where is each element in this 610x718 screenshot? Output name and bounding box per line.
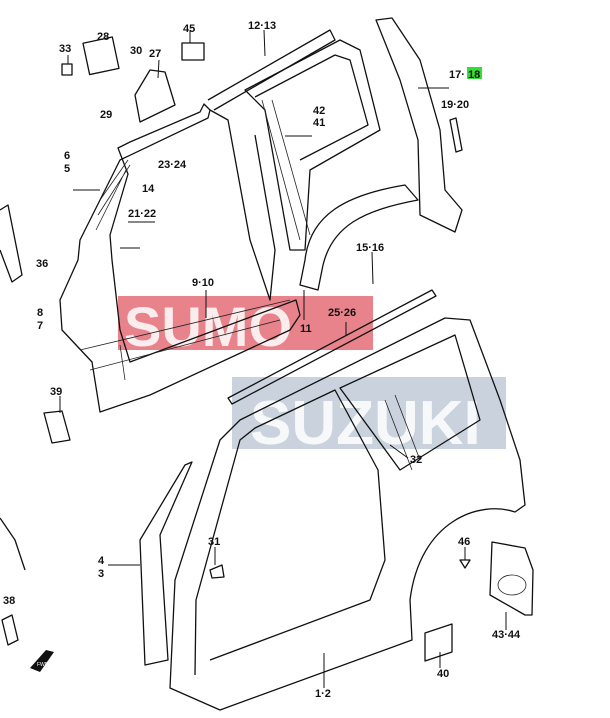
- callout-32: 32: [410, 454, 422, 466]
- wheel-arch: [299, 184, 419, 291]
- part-39: [43, 410, 71, 444]
- callout-12-13: 12·13: [248, 20, 276, 32]
- callout-43-44: 43·44: [492, 629, 521, 641]
- part-38: [1, 614, 19, 646]
- cable: [0, 517, 26, 571]
- part-33: [61, 63, 73, 76]
- callout-41: 41: [313, 117, 325, 129]
- callout-21-22: 21·22: [128, 208, 156, 220]
- callout-19-20: 19·20: [441, 99, 469, 111]
- watermark-sumo: SUMO: [124, 295, 292, 358]
- callout-36: 36: [36, 258, 48, 270]
- callout-17: 17·: [449, 69, 465, 81]
- part-45: [181, 42, 205, 61]
- part-27: [134, 69, 176, 123]
- leader-lines: [59, 29, 507, 688]
- callout-14: 14: [142, 183, 155, 195]
- callout-18: 18: [468, 69, 480, 81]
- callout-15-16: 15·16: [356, 242, 384, 254]
- callout-4: 4: [98, 555, 105, 567]
- callout-27: 27: [149, 48, 161, 60]
- callout-9-10: 9·10: [192, 277, 214, 289]
- callout-23-24: 23·24: [158, 159, 187, 171]
- part-36: [0, 204, 23, 283]
- callout-46: 46: [458, 536, 470, 548]
- callout-31: 31: [208, 536, 220, 548]
- quarter-inner-frame: [244, 39, 381, 251]
- callout-5: 5: [64, 163, 70, 175]
- part-43-44-detail: [497, 574, 527, 596]
- callout-3: 3: [98, 568, 104, 580]
- part-46: [459, 559, 471, 569]
- part-40: [424, 623, 453, 662]
- bracket-19-20: [449, 117, 463, 153]
- svg-text:FWD: FWD: [37, 662, 49, 668]
- callout-45: 45: [183, 23, 195, 35]
- callout-6: 6: [64, 150, 70, 162]
- callout-11: 11: [300, 323, 312, 335]
- callout-40: 40: [437, 668, 449, 680]
- callout-8: 8: [37, 307, 43, 319]
- outer-side-panel: [169, 289, 526, 711]
- callout-29: 29: [100, 109, 112, 121]
- callout-28: 28: [97, 31, 109, 43]
- callout-33: 33: [59, 43, 71, 55]
- callout-1-2: 1·2: [315, 688, 331, 700]
- callout-42: 42: [313, 105, 325, 117]
- fwd-arrow-icon: FWD: [30, 650, 54, 672]
- callout-25-26: 25·26: [328, 307, 356, 319]
- highlight-18: [467, 67, 482, 79]
- watermark-suzuki-bg: [232, 377, 506, 449]
- callout-38: 38: [3, 595, 15, 607]
- center-pillar: [139, 461, 193, 666]
- part-31: [209, 564, 225, 579]
- callout-7: 7: [37, 320, 43, 332]
- rear-pillar: [375, 17, 463, 233]
- watermark-sumo-bg: [118, 296, 373, 350]
- callouts: 33 28 30 27 29 45 12·13 17· 18 19·20 42 …: [3, 20, 521, 700]
- callout-39: 39: [50, 386, 62, 398]
- callout-30: 30: [130, 45, 142, 57]
- part-28: [82, 36, 120, 76]
- part-43-44: [489, 541, 534, 616]
